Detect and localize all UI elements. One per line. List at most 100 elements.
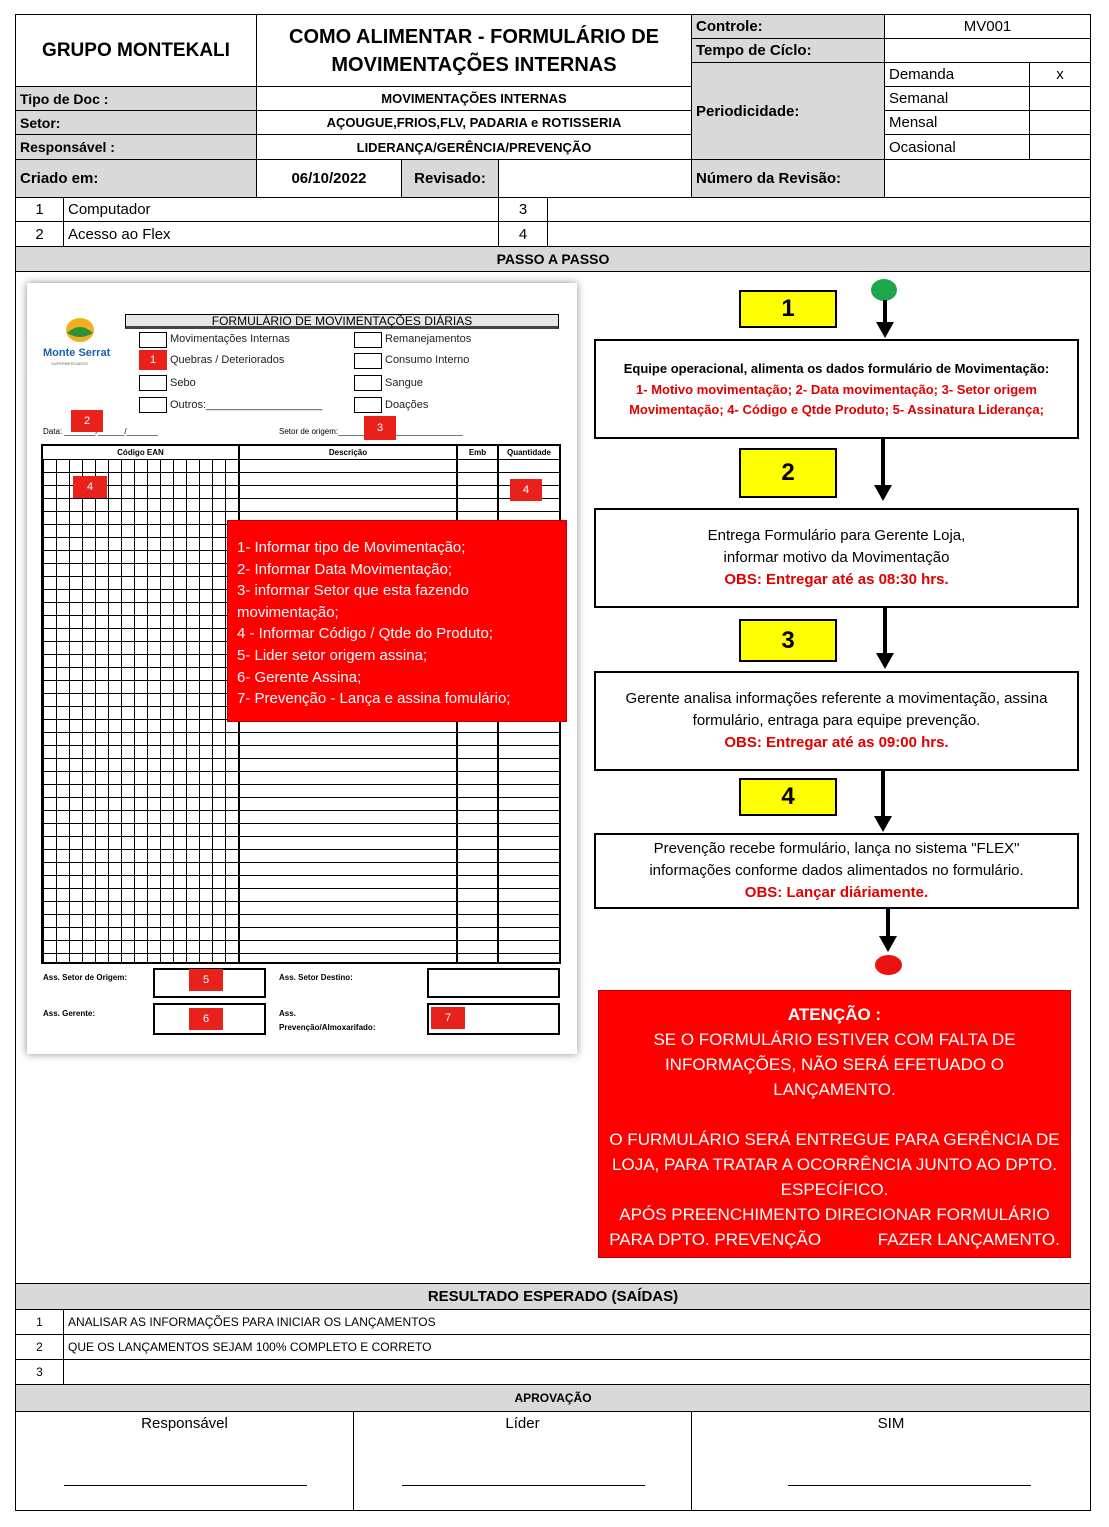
aprovacao-sim-label: SIM — [877, 1415, 905, 1432]
ean-columns — [43, 459, 238, 964]
atencao-box: ATENÇÃO : SE O FORMULÁRIO ESTIVER COM FA… — [598, 990, 1071, 1258]
tag-5: 5 — [189, 969, 223, 991]
atencao-p1-l1: SE O FORMULÁRIO ESTIVER COM FALTA DE — [653, 1030, 1016, 1049]
arrow-4-line — [881, 771, 885, 817]
periodicidade-ocasional: Ocasional — [884, 134, 1030, 160]
criado-label: Criado em: — [15, 159, 257, 198]
tipo-doc-value: MOVIMENTAÇÕES INTERNAS — [256, 86, 692, 111]
title-line-2: MOVIMENTAÇÕES INTERNAS — [331, 53, 617, 76]
arrow-3-head — [876, 653, 894, 669]
periodicidade-mensal-mark — [1029, 110, 1091, 135]
atencao-p2-l2: LOJA, PARA TRATAR A OCORRÊNCIA JUNTO AO … — [612, 1155, 1057, 1174]
opt-label-7: Sangue — [385, 377, 423, 389]
signature-line-sim — [788, 1485, 1031, 1486]
step-2-obs: OBS: Entregar até as 08:30 hrs. — [724, 571, 949, 588]
step-4-text-2: informações conforme dados alimentados n… — [649, 862, 1024, 879]
step-4-number: 4 — [739, 778, 837, 816]
periodicidade-mensal: Mensal — [884, 110, 1030, 135]
opt-label-1: Movimentações Internas — [170, 333, 290, 345]
aprovacao-sim: SIM — [691, 1411, 1091, 1511]
arrow-5-head — [879, 936, 897, 952]
arrow-2-head — [874, 485, 892, 501]
opt-box-7 — [354, 375, 382, 391]
revisao-label: Número da Revisão: — [691, 159, 885, 198]
periodicidade-semanal-mark — [1029, 86, 1091, 111]
arrow-2-line — [881, 439, 885, 485]
signature-line-lider — [402, 1485, 645, 1486]
resultado-text-3 — [63, 1359, 1091, 1385]
step-3-text-2: formulário, entraga para equipe prevençã… — [692, 712, 981, 729]
step-2-box: Entrega Formulário para Gerente Loja, in… — [594, 508, 1079, 608]
tag-4a: 4 — [73, 476, 107, 498]
instruction-6: 6- Gerente Assina; — [237, 668, 362, 686]
aprovacao-responsavel: Responsável — [15, 1411, 354, 1511]
criado-value: 06/10/2022 — [256, 159, 402, 198]
tag-7: 7 — [431, 1007, 465, 1029]
resource-num-1: 1 — [15, 197, 64, 222]
instruction-2: 2- Informar Data Movimentação; — [237, 560, 453, 578]
step-2-number: 2 — [739, 448, 837, 498]
resource-text-4 — [547, 221, 1091, 247]
opt-label-5: Remanejamentos — [385, 333, 472, 345]
ass-prev-label-2: Prevenção/Almoxarifado: — [279, 1023, 376, 1032]
aprovacao-lider-label: Líder — [505, 1415, 540, 1432]
col-header-ean: Código EAN — [43, 446, 238, 458]
step-1-details: 1- Motivo movimentação; 2- Data moviment… — [629, 382, 1044, 417]
arrow-1-line — [883, 300, 887, 324]
opt-label-6: Consumo Interno — [385, 354, 470, 366]
resource-num-4: 4 — [498, 221, 548, 247]
col-header-qtd: Quantidade — [499, 446, 559, 458]
opt-box-6 — [354, 353, 382, 369]
atencao-p2-l1: O FURMULÁRIO SERÁ ENTREGUE PARA GERÊNCIA… — [609, 1130, 1060, 1149]
start-dot — [871, 279, 897, 301]
responsavel-value: LIDERANÇA/GERÊNCIA/PREVENÇÃO — [256, 134, 692, 160]
instructions-box: 1- Informar tipo de Movimentação; 2- Inf… — [227, 520, 567, 722]
step-4-obs: OBS: Lançar diáriamente. — [744, 884, 929, 901]
step-2-text-2: informar motivo da Movimentação — [723, 549, 950, 566]
ass-prev-label-1: Ass. — [279, 1009, 296, 1018]
opt-label-4: Outros:___________________ — [170, 399, 323, 411]
step-2-text-1: Entrega Formulário para Gerente Loja, — [707, 527, 966, 544]
body-frame — [15, 271, 1091, 1283]
opt-label-8: Doações — [385, 399, 429, 411]
aprovacao-lider: Líder — [353, 1411, 692, 1511]
tag-1: 1 — [139, 350, 167, 370]
signature-line-responsavel — [64, 1485, 307, 1486]
tag-2: 2 — [71, 410, 103, 432]
title-line-1: COMO ALIMENTAR - FORMULÁRIO DE — [289, 25, 659, 48]
resource-num-3: 3 — [498, 197, 548, 222]
revisao-value — [884, 159, 1091, 198]
brand-logo — [65, 317, 95, 343]
controle-label: Controle: — [691, 14, 885, 39]
atencao-p1-l2: INFORMAÇÕES, NÃO SERÁ EFETUADO O — [664, 1055, 1005, 1074]
resultado-text-1: ANALISAR AS INFORMAÇÕES PARA INICIAR OS … — [63, 1309, 1091, 1335]
periodicidade-demanda-mark: x — [1029, 62, 1091, 87]
ass-destino-label: Ass. Setor Destino: — [279, 973, 353, 982]
col-header-emb: Emb — [458, 446, 497, 458]
atencao-p1-l3: LANÇAMENTO. — [773, 1080, 896, 1099]
ass-origem-label: Ass. Setor de Origem: — [43, 973, 128, 982]
periodicidade-label: Periodicidade: — [691, 62, 885, 160]
step-3-obs: OBS: Entregar até as 09:00 hrs. — [724, 734, 949, 751]
instruction-5: 5- Lider setor origem assina; — [237, 646, 428, 664]
brand-name: Monte Serrat — [43, 347, 111, 359]
atencao-p2-l4: APÓS PREENCHIMENTO DIRECIONAR FORMULÁRIO — [619, 1205, 1050, 1224]
step-1-box: Equipe operacional, alimenta os dados fo… — [594, 339, 1079, 439]
col-header-desc: Descrição — [240, 446, 456, 458]
step-1-text: Equipe operacional, alimenta os dados fo… — [623, 361, 1050, 376]
opt-box-4 — [139, 397, 167, 413]
arrow-3-line — [883, 608, 887, 654]
aprovacao-responsavel-label: Responsável — [141, 1415, 228, 1432]
tempo-value — [884, 38, 1091, 63]
instruction-3: 3- informar Setor que esta fazendo — [237, 582, 469, 600]
arrow-1-head — [876, 322, 894, 338]
responsavel-label: Responsável : — [15, 134, 257, 160]
controle-value: MV001 — [884, 14, 1091, 39]
atencao-title: ATENÇÃO : — [787, 1005, 882, 1024]
ass-prev-box — [427, 1003, 560, 1035]
setor-value: AÇOUGUE,FRIOS,FLV, PADARIA e ROTISSERIA — [256, 110, 692, 135]
step-3-number: 3 — [739, 619, 837, 662]
revisado-value — [498, 159, 692, 198]
aprovacao-title: APROVAÇÃO — [15, 1384, 1091, 1412]
resource-text-3 — [547, 197, 1091, 222]
